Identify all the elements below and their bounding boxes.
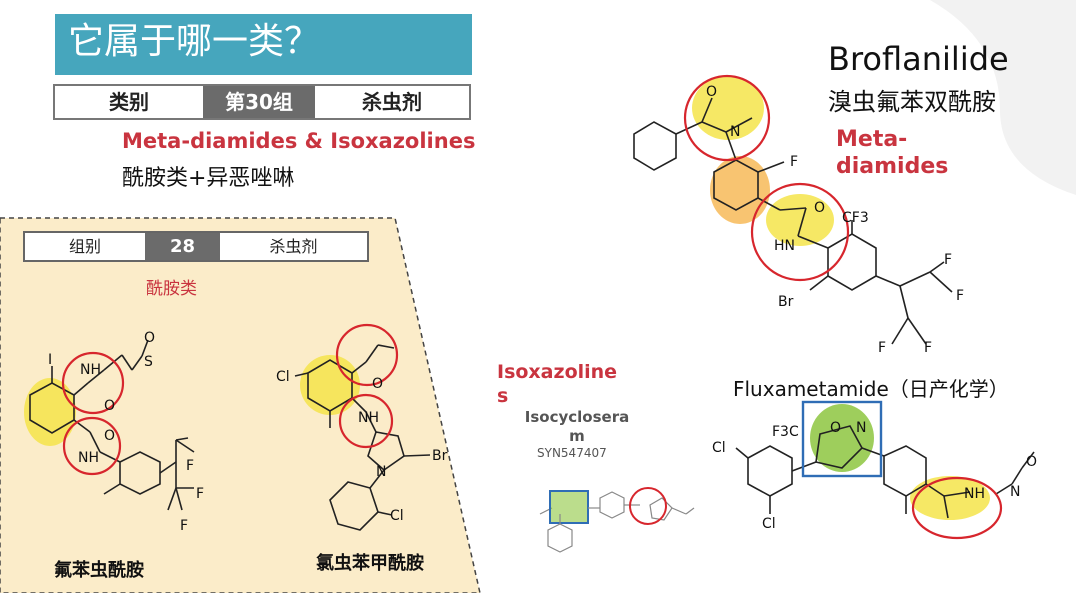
mol1-atom-nh: NH [78, 450, 99, 466]
bro-atom-o: O [814, 200, 825, 216]
flux-atom-o: O [1026, 454, 1037, 470]
isocyc-line2: m [569, 427, 585, 445]
mol1-atom-o: O [144, 330, 155, 346]
bro-atom-n: N [730, 124, 740, 140]
mol1-caption: 氟苯虫酰胺 [54, 560, 144, 581]
fluxametamide-name: Fluxametamide（日产化学） [733, 377, 1009, 401]
meta-label-line1: Meta- [836, 127, 908, 152]
meta-diamides-label: Meta- diamides [836, 126, 948, 180]
group-subtitle: 酰胺类 [146, 279, 197, 299]
mol1-atom-i: I [48, 352, 52, 368]
flux-atom-f3c: F3C [772, 424, 799, 440]
isocycloseram-structure [539, 487, 695, 553]
mol2-atom-n: N [376, 464, 386, 480]
mol2-atom-nh: NH [358, 410, 379, 426]
bro-atom-f: F [924, 340, 932, 356]
group-label: 组别 [68, 237, 101, 256]
flux-atom-nh: NH [964, 486, 985, 502]
mol1-atom-o: O [104, 428, 115, 444]
flux-atom-o: O [830, 420, 841, 436]
isocycloseram-name: Isocyclosera m [518, 408, 636, 446]
flux-atom-n: N [1010, 484, 1020, 500]
bro-atom-o: O [706, 84, 717, 100]
broflanilide-structure [633, 74, 953, 345]
bro-atom-f: F [790, 154, 798, 170]
mol2-atom-cl: Cl [276, 369, 290, 385]
iso-label-line1: Isoxazoline [497, 361, 618, 383]
isoxazolines-label: Isoxazoline s [497, 360, 617, 408]
mol1-atom-f: F [196, 486, 204, 502]
iso-label-line2: s [497, 385, 509, 407]
subtitle-chinese: 酰胺类+异恶唑啉 [122, 166, 295, 191]
flux-atom-cl: Cl [762, 516, 776, 532]
mol1-atom-f: F [180, 518, 188, 534]
category-type: 杀虫剂 [362, 90, 422, 114]
group-bar: 组别 28 杀虫剂 [23, 231, 369, 262]
bro-atom-nh: HN [774, 238, 795, 254]
group-number: 28 [145, 233, 220, 260]
mol1-atom-f: F [186, 458, 194, 474]
broflanilide-chinese-name: 溴虫氟苯双酰胺 [828, 88, 996, 116]
mol2-caption: 氯虫苯甲酰胺 [316, 553, 424, 574]
isocyc-line1: Isocyclosera [524, 408, 630, 426]
bro-atom-f: F [956, 288, 964, 304]
meta-label-line2: diamides [836, 154, 949, 179]
decor-arc [930, 0, 1076, 195]
title-bar [55, 14, 472, 75]
bro-atom-f: F [878, 340, 886, 356]
bro-atom-cf3: CF3 [842, 210, 869, 226]
flux-atom-cl: Cl [712, 440, 726, 456]
page-title: 它属于哪一类？ [68, 21, 321, 62]
flux-atom-n: N [856, 420, 866, 436]
mol1-atom-o: O [104, 398, 115, 414]
subtitle-english: Meta-diamides & Isoxazolines [122, 129, 476, 153]
fluxametamide-structure [735, 400, 1035, 540]
mol1-atom-nh: NH [80, 362, 101, 378]
category-label: 类别 [109, 90, 149, 114]
broflanilide-name: Broflanilide [828, 40, 1009, 78]
bro-atom-br: Br [778, 294, 794, 310]
category-group: 第30组 [203, 86, 315, 118]
mol2-atom-o: O [372, 376, 383, 392]
bro-atom-f: F [944, 252, 952, 268]
flubendiamide-structure [24, 339, 195, 511]
category-bar: 类别 第30组 杀虫剂 [53, 84, 471, 120]
chlorantraniliprole-structure [294, 323, 431, 531]
mol2-atom-br: Br [432, 448, 448, 464]
chemical-panel [0, 217, 481, 593]
mol1-atom-s: S [144, 354, 153, 370]
group-type: 杀虫剂 [269, 237, 318, 256]
mol2-atom-cl: Cl [390, 508, 404, 524]
syn-code: SYN547407 [537, 446, 607, 460]
